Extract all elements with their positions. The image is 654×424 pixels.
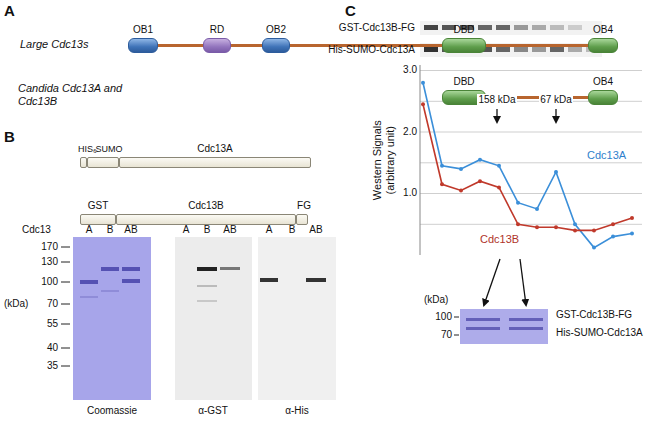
coomassie-gel [73, 237, 151, 400]
panel-label: A [4, 2, 15, 20]
protein-box: Cdc13B [116, 214, 296, 225]
western-strips [420, 21, 602, 57]
domain-label: RD [210, 24, 224, 36]
domain-label: OB2 [266, 24, 286, 36]
series-label: Cdc13A [587, 149, 626, 162]
lane-label: AB [124, 224, 137, 236]
panel-label: B [4, 128, 15, 146]
domain-label: OB4 [593, 76, 613, 88]
marker-size: 100 [435, 311, 452, 323]
domain-box: OB4 [588, 90, 618, 105]
domain-label: HIS₆ [78, 144, 97, 155]
domain-label: OB4 [593, 24, 613, 36]
size-arrows [497, 109, 556, 122]
tag-box: GST [80, 214, 116, 225]
backbone-line [158, 44, 203, 47]
marker-size: 170 [41, 241, 58, 253]
backbone-line [231, 44, 262, 47]
row-label: Large Cdc13s [20, 38, 89, 51]
gel-caption: α-GST [198, 405, 228, 417]
chart-grid [420, 71, 642, 225]
backbone-line [486, 44, 588, 47]
marker-size: 55 [47, 318, 58, 330]
gel-caption: α-His [285, 405, 309, 417]
lane-label: A [183, 224, 190, 236]
lane-label: A [266, 224, 273, 236]
axis-title: Western Signals (arbitrary unit) [371, 110, 397, 210]
strip-label: His-SUMO-Cdc13A [328, 44, 415, 56]
domain-box: DBD [442, 38, 486, 53]
lane-label: B [107, 224, 114, 236]
domain-box: OB1 [128, 38, 158, 53]
band-label: GST-Cdc13B-FG [556, 309, 632, 321]
domain-label: SUMO [96, 144, 123, 155]
panel-label: C [345, 2, 356, 20]
tag-box: SUMO [87, 157, 119, 168]
lane-label: B [289, 224, 296, 236]
lane-label: AB [309, 224, 322, 236]
fraction-arrows [484, 259, 526, 305]
unit-label: (kDa) [4, 298, 28, 310]
marker-size: 35 [47, 360, 58, 372]
lane-header: Cdc13 [22, 224, 51, 236]
cdc13a-points [421, 81, 634, 250]
domain-box: RD [203, 38, 231, 53]
domain-label: Cdc13A [197, 143, 233, 155]
series-label: Cdc13B [480, 233, 519, 246]
domain-label: OB1 [133, 24, 153, 36]
marker-size: 40 [47, 342, 58, 354]
strip-label: GST-Cdc13B-FG [339, 22, 415, 34]
tag-box: HIS₆ [80, 157, 87, 168]
protein-box: Cdc13A [119, 157, 311, 168]
chart-axis [420, 65, 421, 255]
domain-label: FG [297, 200, 311, 212]
marker-size: 100 [41, 276, 58, 288]
marker-size: 70 [441, 329, 452, 341]
unit-label: (kDa) [424, 294, 448, 306]
lane-label: AB [223, 224, 236, 236]
domain-label: Cdc13B [188, 200, 224, 212]
gel-caption: Coomassie [87, 405, 137, 417]
anti-gst-blot [175, 237, 252, 400]
cdc13b-points [421, 102, 634, 232]
marker-size: 70 [47, 298, 58, 310]
cdc13a-curve [423, 83, 632, 248]
band-label: His-SUMO-Cdc13A [556, 327, 643, 339]
size-label: 67 kDa [539, 94, 573, 106]
domain-box: OB2 [262, 38, 290, 53]
axis-tick: 3.0 [403, 64, 417, 76]
marker-ticks [61, 247, 70, 366]
domain-label: DBD [453, 76, 474, 88]
axis-tick: 1.0 [403, 187, 417, 199]
domain-label: GST [88, 200, 109, 212]
domain-label: DBD [453, 24, 474, 36]
lane-label: B [204, 224, 211, 236]
cdc13b-curve [423, 104, 632, 230]
marker-ticks-c [454, 317, 459, 335]
lane-label: A [86, 224, 93, 236]
marker-size: 130 [41, 256, 58, 268]
fraction-gel [460, 309, 548, 344]
tag-box: FG [296, 214, 308, 225]
anti-his-blot [258, 237, 336, 400]
axis-tick: 2.0 [403, 126, 417, 138]
size-label: 158 kDa [477, 94, 516, 106]
domain-box: OB4 [588, 38, 618, 53]
row-label: Candida Cdc13A and Cdc13B [18, 82, 130, 108]
